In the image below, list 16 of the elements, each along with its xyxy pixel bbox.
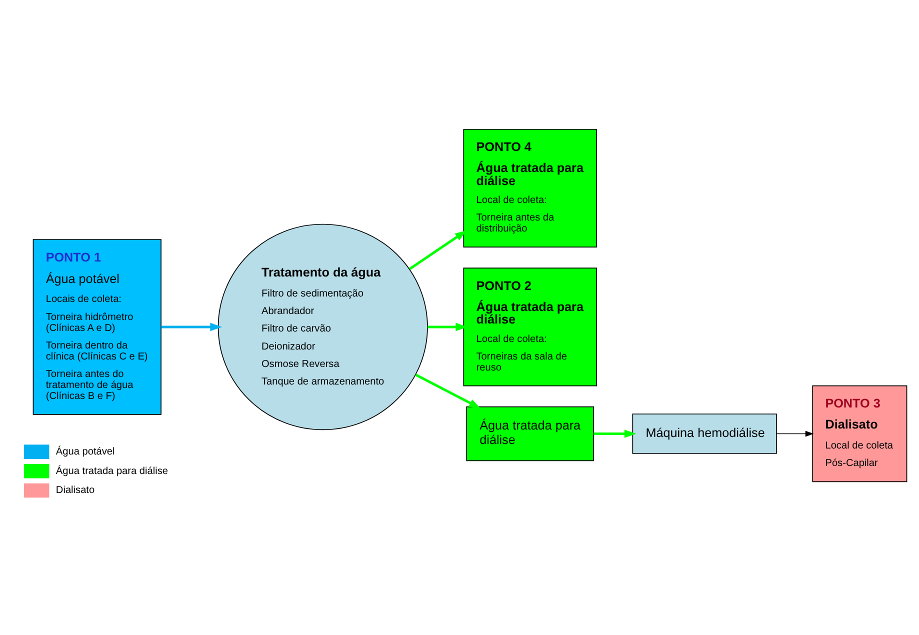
node-box: Água tratada para diálise (466, 406, 594, 462)
arrow (161, 322, 222, 332)
legend-label: Dialisato (56, 485, 95, 496)
node-box: Máquina hemodiálise (632, 414, 777, 454)
node-box: PONTO 4 Água tratada para diálise Local de coleta: Torneira antes da distribuição (463, 128, 597, 248)
arrow (408, 230, 467, 270)
arrow (415, 374, 481, 409)
legend-label: Água potável (56, 446, 115, 458)
node-circle: Tratamento da água Filtro de sedimentação Abrandador Filtro de carvão Deionizador Osmose Reversa Tanque de armazenamento (218, 224, 428, 430)
node-box: PONTO 2 Água tratada para diálise Local de coleta: Torneiras da sala de reuso (463, 268, 597, 386)
node-box: PONTO 3 Dialisato Local de coleta Pós-Capilar (812, 385, 908, 482)
arrow (428, 322, 468, 332)
node-box: PONTO 1 Água potável Locais de coleta: Torneira hidrômetro (Clínicas A e D) Torneira dentro da clínica (Clínicas C e E) Torneira antes do tratamento de água (Clínicas B e F) (32, 239, 162, 415)
arrow (776, 430, 814, 437)
legend-label: Água tratada para diálise (56, 466, 168, 477)
arrow (594, 430, 636, 438)
